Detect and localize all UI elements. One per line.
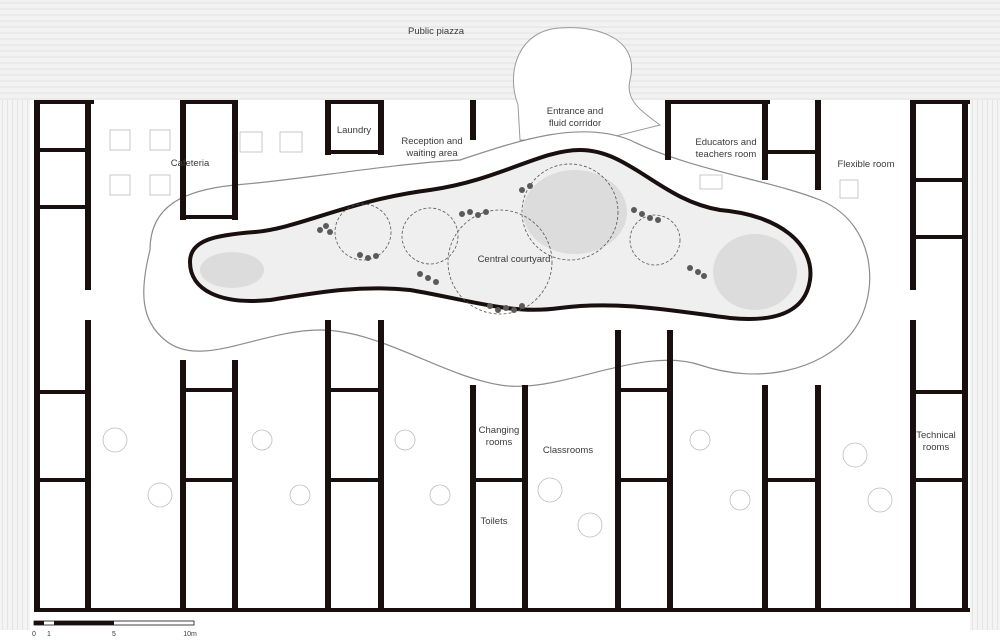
label-toilets: Toilets xyxy=(481,516,508,527)
left-paving xyxy=(0,100,30,630)
piazza-paving xyxy=(0,0,1000,100)
right-paving xyxy=(970,100,1000,630)
courtyard-circles xyxy=(334,163,681,315)
scale-tick-0: 0 xyxy=(32,631,36,638)
label-classrooms: Classrooms xyxy=(543,445,593,456)
pond-center xyxy=(523,170,627,254)
scale-tick-10m: 10m xyxy=(183,631,197,638)
scale-bar: 0 1 5 10m xyxy=(32,620,197,638)
room-labels: Public piazza Entrance and fluid corrido… xyxy=(171,26,956,527)
label-public-piazza: Public piazza xyxy=(408,26,465,37)
label-technical-1: Technical xyxy=(916,430,956,441)
label-changing-1: Changing xyxy=(479,425,520,436)
label-central-courtyard: Central courtyard xyxy=(478,254,551,265)
label-entrance-2: fluid corridor xyxy=(549,118,601,129)
label-technical-2: rooms xyxy=(923,442,950,453)
wall-top-mid xyxy=(180,100,235,104)
label-changing-2: rooms xyxy=(486,437,513,448)
wall-top-laundry xyxy=(325,100,380,104)
wall-top-left xyxy=(34,100,94,104)
pond-left xyxy=(200,252,264,288)
scale-tick-5: 5 xyxy=(112,631,116,638)
wall-top-educators xyxy=(670,100,770,104)
entrance-lobe xyxy=(513,27,662,141)
wall-left xyxy=(34,100,40,612)
label-entrance-1: Entrance and xyxy=(547,106,604,117)
pond-right xyxy=(713,234,797,310)
horizontal-walls xyxy=(34,148,970,612)
label-cafeteria: Cafeteria xyxy=(171,158,210,169)
courtyard-trees xyxy=(317,183,707,313)
label-flexible-room: Flexible room xyxy=(837,159,894,170)
central-courtyard xyxy=(187,147,813,321)
label-laundry: Laundry xyxy=(337,125,372,136)
wall-right xyxy=(962,100,968,612)
label-reception-1: Reception and xyxy=(401,136,462,147)
wall-top-right xyxy=(910,100,970,104)
furniture xyxy=(102,129,893,538)
scale-tick-1: 1 xyxy=(47,631,51,638)
vertical-walls xyxy=(85,100,916,612)
label-educators-1: Educators and xyxy=(695,137,756,148)
label-educators-2: teachers room xyxy=(696,149,757,160)
label-reception-2: waiting area xyxy=(405,148,458,159)
